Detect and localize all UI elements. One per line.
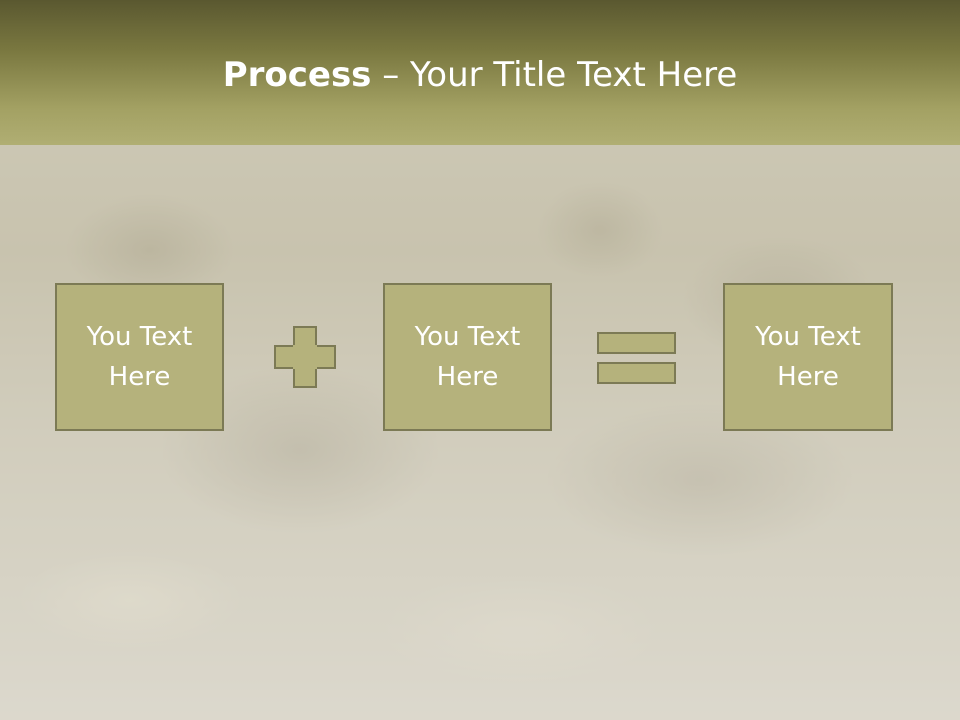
title-bold-text: Process — [222, 55, 372, 95]
plus-icon-horizontal-bar — [274, 345, 336, 369]
process-box-2-line-1: You Text — [414, 322, 521, 352]
process-box-3: You Text Here — [723, 283, 893, 431]
process-box-2: You Text Here — [383, 283, 552, 431]
process-box-3-line-1: You Text — [755, 322, 861, 352]
equals-icon-top-bar — [597, 332, 676, 354]
equals-icon-bottom-bar — [597, 362, 676, 384]
title-bar: Process – Your Title Text Here — [0, 0, 960, 145]
slide-title: Process – Your Title Text Here — [0, 50, 960, 100]
process-box-2-text: You Text Here — [403, 317, 533, 397]
process-box-1-text: You Text Here — [75, 317, 205, 397]
process-box-2-line-2: Here — [436, 362, 499, 392]
plus-icon — [274, 326, 336, 388]
process-box-1-line-1: You Text — [86, 322, 193, 352]
process-box-1: You Text Here — [55, 283, 224, 431]
process-box-3-text: You Text Here — [743, 317, 873, 397]
title-rest-text: – Your Title Text Here — [371, 55, 738, 95]
process-box-3-line-2: Here — [777, 362, 839, 392]
equals-icon — [597, 332, 676, 384]
process-box-1-line-2: Here — [108, 362, 171, 392]
